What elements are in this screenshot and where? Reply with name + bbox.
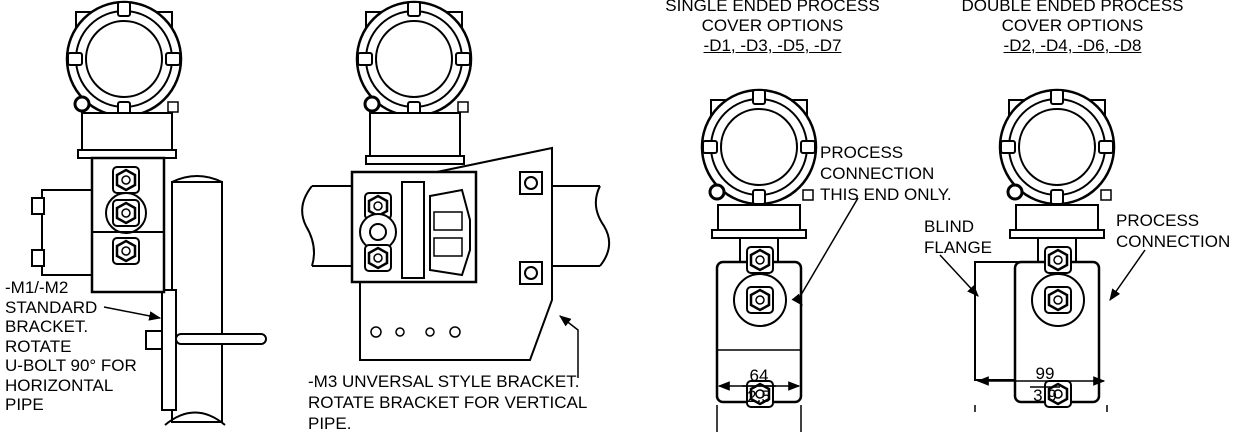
transmitter-with-universal-bracket	[302, 0, 609, 378]
double-ended-title: DOUBLE ENDED PROCESS COVER OPTIONS -D2, …	[961, 0, 1184, 55]
standard-bracket-note: -M1/-M2 STANDARD BRACKET. ROTATE U-BOLT …	[5, 278, 137, 414]
transmitter-with-standard-bracket	[32, 0, 266, 425]
single-ended-width-mm: 64	[749, 366, 769, 385]
universal-bracket-note: -M3 UNVERSAL STYLE BRACKET. ROTATE BRACK…	[308, 372, 588, 433]
double-ended-width-mm: 99	[1035, 364, 1055, 383]
single-ended-width-in: 2.5	[747, 387, 771, 406]
blind-flange-callout: BLIND FLANGE	[924, 217, 993, 257]
double-ended-width-in: 3.9	[1033, 386, 1057, 405]
double-ended-transmitter	[940, 88, 1145, 412]
process-connection-callout: PROCESS CONNECTION	[1116, 211, 1231, 251]
single-ended-transmitter	[700, 88, 858, 432]
single-ended-title: SINGLE ENDED PROCESS COVER OPTIONS -D1, …	[665, 0, 880, 55]
process-connection-this-end-callout: PROCESS CONNECTION THIS END ONLY.	[820, 143, 952, 204]
